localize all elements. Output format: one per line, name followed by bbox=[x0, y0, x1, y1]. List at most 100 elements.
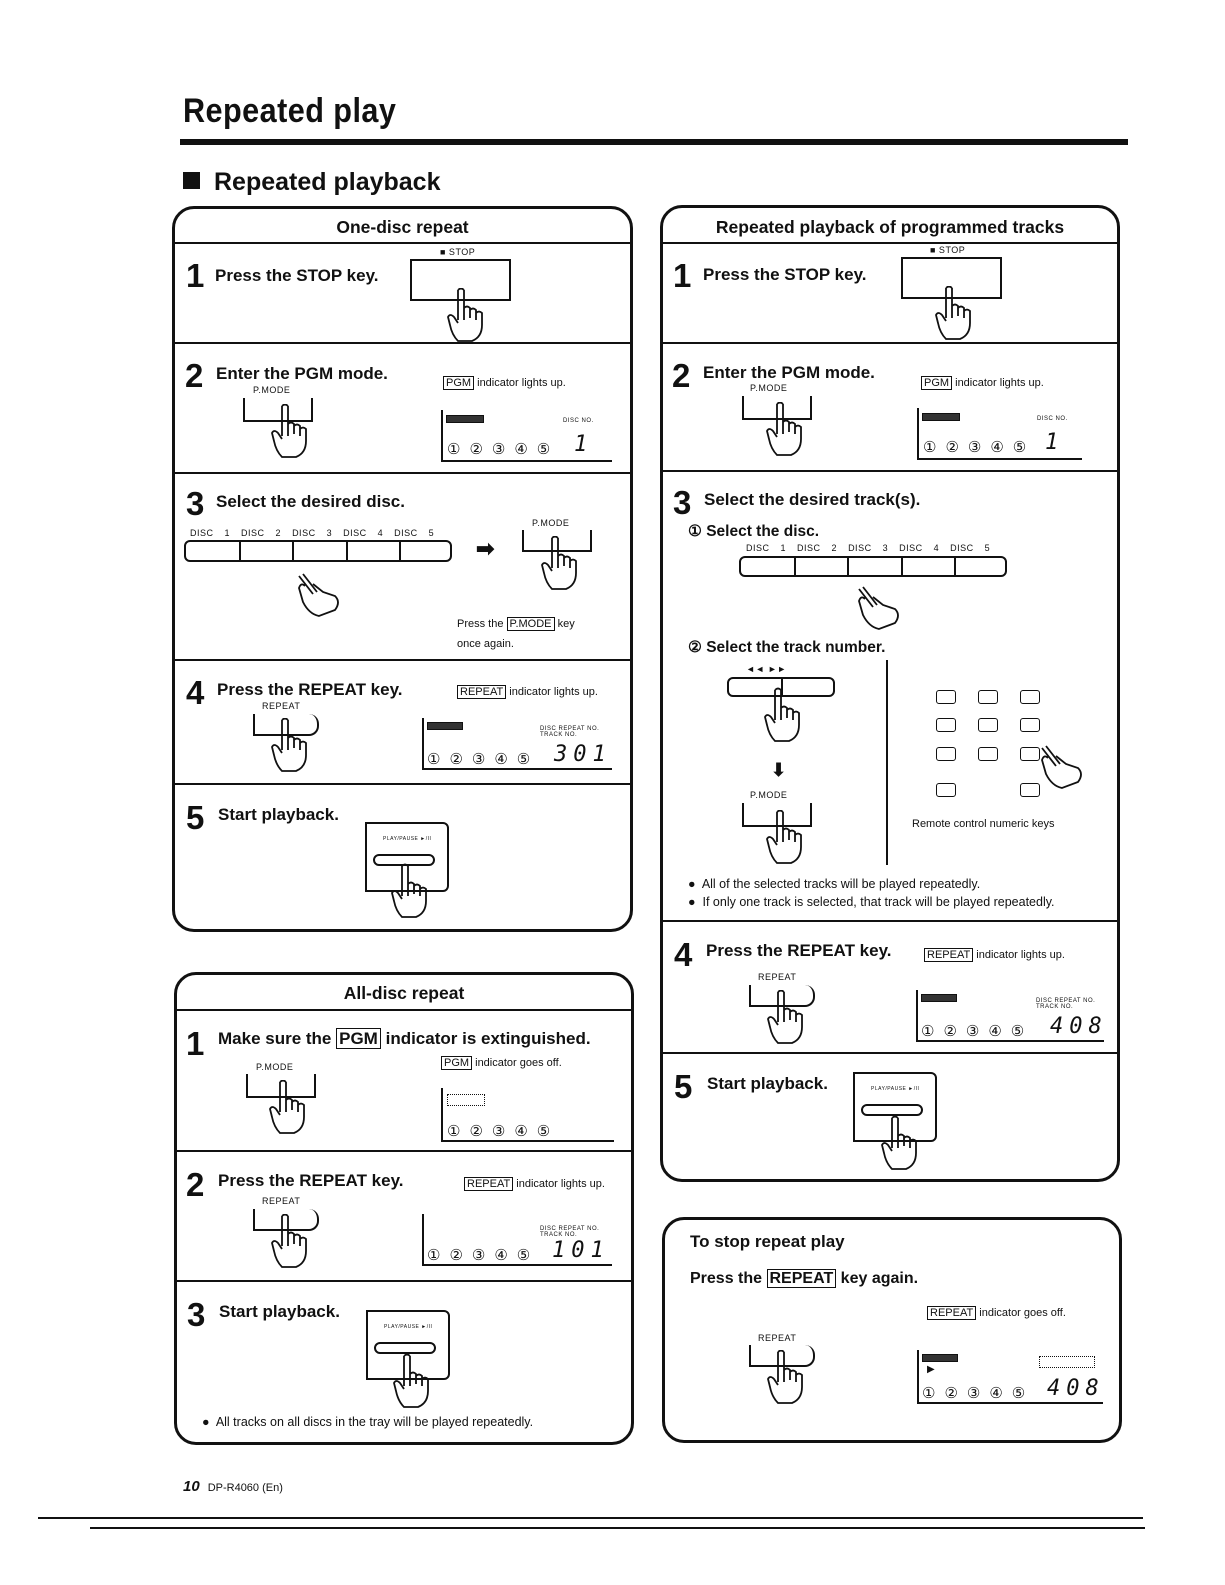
disc-circles: ①②③④⑤ bbox=[447, 441, 560, 458]
stop-repeat-box bbox=[662, 1217, 1122, 1443]
display-value: 101 bbox=[552, 1238, 610, 1263]
divider bbox=[662, 470, 1118, 472]
display-panel: ①②③④⑤ bbox=[441, 1088, 614, 1142]
step-text: Start playback. bbox=[219, 1302, 340, 1321]
pmode-key-label: P.MODE bbox=[256, 1062, 294, 1072]
numeric-key[interactable] bbox=[1020, 747, 1040, 761]
note-text: key bbox=[557, 618, 575, 630]
numeric-key[interactable] bbox=[936, 747, 956, 761]
play-icon: ▶ bbox=[927, 1364, 935, 1375]
step-text: Press the REPEAT key. bbox=[706, 941, 892, 960]
pressing-hand-icon bbox=[393, 1353, 429, 1408]
note-text: Press the bbox=[457, 618, 504, 630]
play-pause-label: PLAY/PAUSE ►/II bbox=[871, 1086, 920, 1092]
divider bbox=[886, 660, 888, 865]
numeric-key[interactable] bbox=[936, 718, 956, 732]
pgm-indicator: PGM bbox=[441, 1056, 473, 1070]
indicator-note: REPEAT indicator lights up. bbox=[924, 948, 1065, 962]
sub-step-1: ① Select the disc. bbox=[688, 523, 820, 540]
pmode-key[interactable] bbox=[246, 1074, 316, 1098]
step-text: Press the REPEAT key. bbox=[218, 1171, 404, 1190]
programmed-repeat-box: Repeated playback of programmed tracks bbox=[660, 205, 1120, 1182]
bottom-rule bbox=[90, 1527, 1145, 1529]
pgm-indicator: PGM bbox=[921, 376, 953, 390]
repeat-key[interactable] bbox=[749, 985, 815, 1007]
indicator-note-text: indicator goes off. bbox=[979, 1307, 1066, 1319]
disc-circles: ①②③④⑤ bbox=[921, 1023, 1034, 1040]
numeric-key[interactable] bbox=[936, 783, 956, 797]
pressing-hand-icon bbox=[767, 1350, 803, 1404]
remote-note: Remote control numeric keys bbox=[912, 818, 1055, 830]
repeat-key[interactable] bbox=[253, 714, 319, 736]
pgm-segment bbox=[922, 1354, 958, 1362]
divider bbox=[662, 1052, 1118, 1054]
divider bbox=[176, 1280, 632, 1282]
stop-key[interactable] bbox=[410, 259, 511, 301]
square-bullet-icon bbox=[183, 172, 200, 189]
numeric-key[interactable] bbox=[978, 747, 998, 761]
disc-label: DISC 4 bbox=[343, 528, 384, 538]
bullet-note: ● All tracks on all discs in the tray wi… bbox=[202, 1415, 534, 1429]
repeat-key[interactable] bbox=[253, 1209, 319, 1231]
indicator-note-text: indicator goes off. bbox=[475, 1057, 562, 1069]
repeat-segment-off bbox=[1039, 1356, 1095, 1368]
repeat-key-label: REPEAT bbox=[262, 1196, 301, 1206]
pmode-key[interactable] bbox=[522, 530, 592, 552]
disc-label: DISC 5 bbox=[950, 543, 991, 553]
disc-labels: DISC 1 DISC 2 DISC 3 DISC 4 DISC 5 bbox=[190, 528, 434, 538]
divider bbox=[794, 558, 796, 575]
play-pause-key[interactable]: PLAY/PAUSE ►/II bbox=[365, 822, 449, 892]
disc-circles: ①②③④⑤ bbox=[427, 751, 540, 768]
disc-key-row[interactable] bbox=[184, 540, 452, 562]
pressing-hand-icon bbox=[269, 1080, 305, 1134]
numeric-key[interactable] bbox=[978, 690, 998, 704]
indicator-note-text: indicator lights up. bbox=[509, 686, 598, 698]
indicator-note: REPEAT indicator lights up. bbox=[464, 1177, 605, 1191]
all-disc-repeat-box: All-disc repeat bbox=[174, 972, 634, 1445]
indicator-note: REPEAT indicator goes off. bbox=[927, 1306, 1066, 1320]
pressing-hand-icon bbox=[391, 863, 427, 918]
stop-key-label: ■ STOP bbox=[440, 247, 476, 257]
bullet-text: All of the selected tracks will be playe… bbox=[701, 877, 981, 891]
repeat-indicator: REPEAT bbox=[464, 1177, 514, 1191]
numeric-key[interactable] bbox=[1020, 690, 1040, 704]
disc-label: DISC 1 bbox=[746, 543, 787, 553]
indicator-note: PGM indicator lights up. bbox=[443, 376, 566, 390]
repeat-key[interactable] bbox=[749, 1345, 815, 1367]
indicator-note: PGM indicator goes off. bbox=[441, 1056, 562, 1070]
numeric-key[interactable] bbox=[978, 718, 998, 732]
pmode-key[interactable] bbox=[243, 398, 313, 422]
press-note-2: once again. bbox=[457, 638, 514, 650]
divider bbox=[847, 558, 849, 575]
step-text-part: Make sure the bbox=[218, 1029, 332, 1048]
numeric-key[interactable] bbox=[1020, 783, 1040, 797]
pressing-hand-icon bbox=[271, 718, 307, 772]
disc-key-row[interactable] bbox=[739, 556, 1007, 577]
play-pause-key[interactable]: PLAY/PAUSE ►/II bbox=[853, 1072, 937, 1142]
pgm-indicator: PGM bbox=[443, 376, 475, 390]
repeat-key-label: REPEAT bbox=[758, 1333, 797, 1343]
disc-circles: ①②③④⑤ bbox=[427, 1247, 540, 1264]
pgm-segment bbox=[446, 415, 484, 423]
numeric-key[interactable] bbox=[1020, 718, 1040, 732]
play-pause-key[interactable]: PLAY/PAUSE ►/II bbox=[366, 1310, 450, 1380]
display-value: 408 bbox=[1050, 1014, 1108, 1039]
divider bbox=[399, 542, 401, 560]
pmode-key-ref: P.MODE bbox=[506, 617, 555, 631]
step-number: 3 bbox=[673, 484, 692, 521]
section-heading: Repeated playback bbox=[183, 168, 441, 197]
stop-repeat-title: To stop repeat play bbox=[690, 1232, 845, 1251]
pressing-hand-icon bbox=[447, 288, 483, 342]
divider bbox=[176, 1009, 632, 1011]
step-text: Press the STOP key. bbox=[703, 265, 867, 284]
divider bbox=[292, 542, 294, 560]
numeric-key[interactable] bbox=[936, 690, 956, 704]
display-panel: DISC REPEAT NO. TRACK NO. ①②③④⑤ 101 bbox=[422, 1214, 612, 1266]
pmode-key-label: P.MODE bbox=[532, 518, 570, 528]
display-value: 1 bbox=[574, 432, 594, 457]
indicator-note-text: indicator lights up. bbox=[516, 1178, 605, 1190]
indicator-note: REPEAT indicator lights up. bbox=[457, 685, 598, 699]
pressing-hand-icon bbox=[766, 810, 802, 864]
repeat-indicator: REPEAT bbox=[457, 685, 507, 699]
